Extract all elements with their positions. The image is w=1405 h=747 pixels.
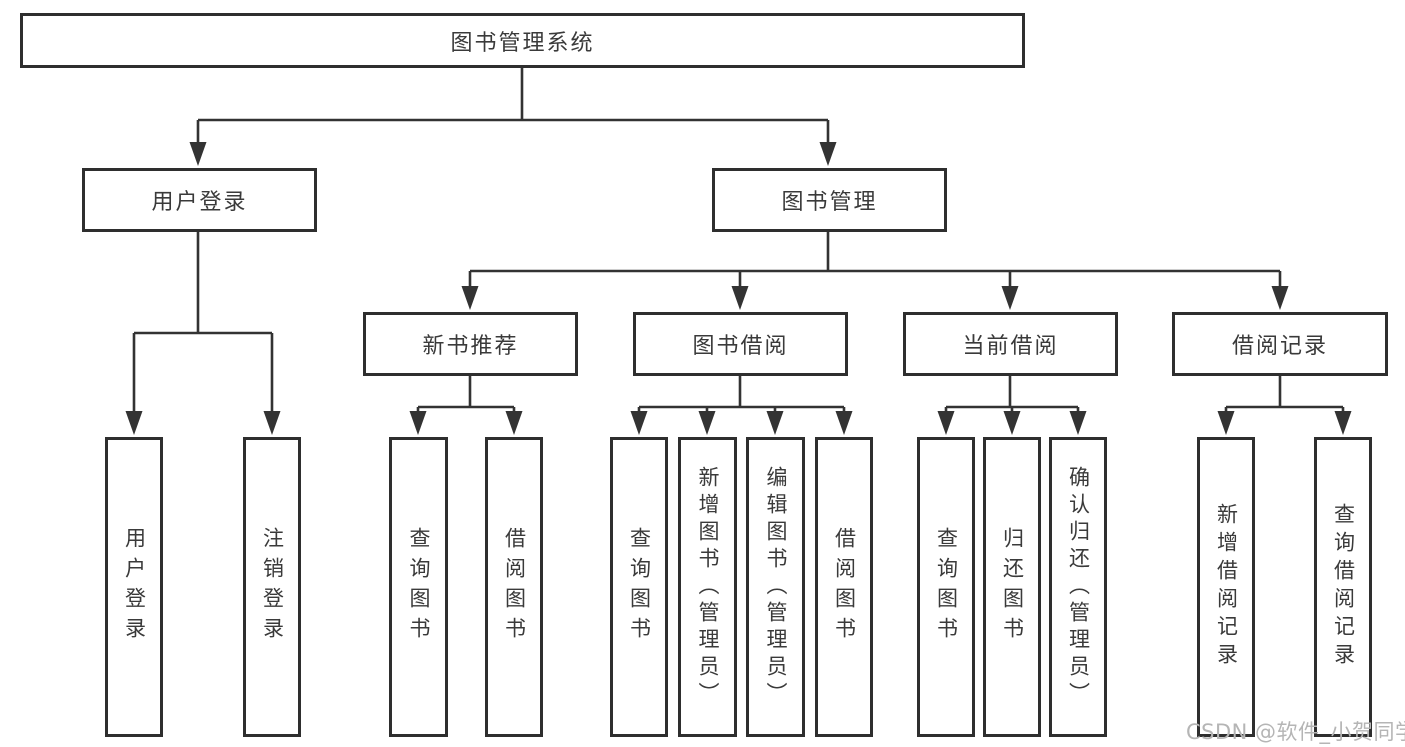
leaf-logout: 注销登录 [243,437,301,737]
node-library-management-system: 图书管理系统 [20,13,1025,68]
leaf-query-books: 查询图书 [610,437,668,737]
node-label: 图书管理 [781,190,878,215]
node-label: 用户登录 [151,190,248,215]
leaf-add-books-admin: 新增图书（管理员） [678,437,737,737]
node-borrow-records: 借阅记录 [1172,312,1388,376]
leaf-query-books: 查询图书 [389,437,448,737]
csdn-watermark: CSDN @软件_小贺同学 [1186,720,1405,744]
leaf-query-books: 查询图书 [917,437,975,737]
leaf-confirm-return-admin: 确认归还（管理员） [1049,437,1107,737]
node-label: 图书借阅 [692,334,789,359]
node-label: 当前借阅 [962,334,1059,359]
node-label: 图书管理系统 [450,30,595,56]
leaf-add-borrow-record: 新增借阅记录 [1197,437,1255,737]
leaf-query-borrow-record: 查询借阅记录 [1314,437,1372,737]
leaf-borrow-books: 借阅图书 [485,437,543,737]
node-book-management-module: 图书管理 [712,168,947,232]
leaf-borrow-books: 借阅图书 [815,437,873,737]
leaf-return-books: 归还图书 [983,437,1041,737]
node-current-borrow: 当前借阅 [903,312,1118,376]
node-label: 借阅记录 [1231,334,1328,359]
leaf-user-login: 用户登录 [105,437,163,737]
node-new-book-recommend: 新书推荐 [363,312,578,376]
node-user-login-module: 用户登录 [82,168,317,232]
leaf-edit-books-admin: 编辑图书（管理员） [746,437,805,737]
node-book-borrow: 图书借阅 [633,312,848,376]
node-label: 新书推荐 [422,334,519,359]
